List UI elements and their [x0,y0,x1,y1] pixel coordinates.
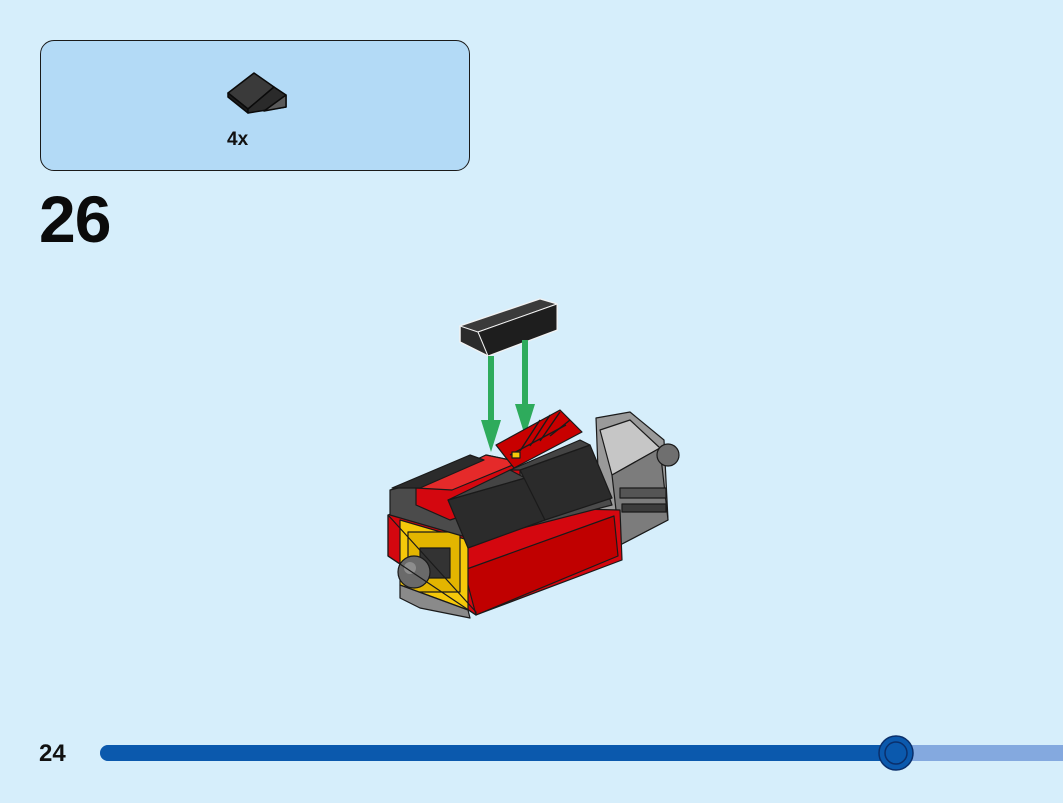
step-number: 26 [39,182,111,256]
progress-marker-icon [878,735,915,771]
page-number: 24 [39,740,66,767]
brick-model [387,409,680,619]
placement-arrows [481,340,535,452]
falling-slope-piece [459,298,558,357]
parts-list-box: 4x [40,40,470,171]
part-quantity: 4x [227,129,249,150]
build-step-illustration [387,298,680,619]
progress-fill [100,745,897,761]
instruction-progress-bar [100,735,1063,771]
black-slope-tile-icon [227,72,287,114]
